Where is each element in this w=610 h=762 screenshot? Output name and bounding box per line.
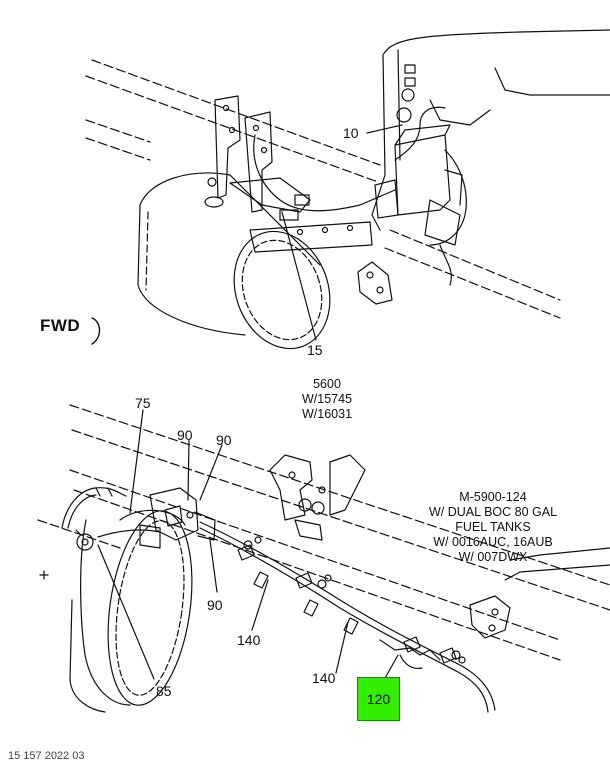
- note-top-line-2: W/15745: [301, 392, 353, 406]
- callout-90-right[interactable]: 90: [216, 432, 232, 448]
- note-bottom-line-4: W/ 0016AUC, 16AUB: [433, 535, 553, 549]
- callout-15[interactable]: 15: [307, 342, 323, 358]
- bottom-tank-bracket: [139, 487, 216, 549]
- top-cab-panel: [371, 29, 610, 246]
- note-bottom-line-5: W/ 007DWX: [458, 550, 528, 564]
- callout-90-lower[interactable]: 90: [207, 597, 223, 613]
- bottom-step-bracket: [269, 454, 366, 541]
- bottom-hoses: [61, 487, 127, 551]
- callout-85[interactable]: 85: [156, 683, 172, 699]
- footer-code: 15 157 2022 03: [8, 750, 85, 762]
- note-top-line-1: 5600: [313, 377, 341, 391]
- note-top-line-3: W/16031: [301, 407, 353, 421]
- callout-120: 120: [366, 691, 391, 707]
- note-bottom-line-3: FUEL TANKS: [455, 520, 531, 534]
- note-bottom-applicability: M-5900-124 W/ DUAL BOC 80 GAL FUEL TANKS…: [418, 490, 568, 565]
- note-bottom-line-2: W/ DUAL BOC 80 GAL: [428, 505, 558, 519]
- bottom-harness: [97, 521, 496, 713]
- note-top-applicability: 5600 W/15745 W/16031: [292, 377, 362, 422]
- fwd-direction-label: FWD: [40, 316, 81, 335]
- top-frame-rails: [85, 59, 561, 319]
- top-tank-brackets: [214, 95, 373, 253]
- leader-15: [281, 211, 317, 341]
- callout-75[interactable]: 75: [135, 395, 151, 411]
- leader-10: [366, 124, 403, 134]
- callout-10[interactable]: 10: [343, 125, 359, 141]
- callout-140-right[interactable]: 140: [312, 670, 336, 686]
- callout-140-left[interactable]: 140: [237, 632, 261, 648]
- top-step: [357, 261, 393, 305]
- bottom-clips: [237, 536, 466, 664]
- fwd-arrow-icon: [91, 317, 101, 345]
- note-bottom-line-1: M-5900-124: [459, 490, 527, 504]
- callout-90-left[interactable]: 90: [177, 427, 193, 443]
- callout-120-highlight[interactable]: 120: [357, 677, 400, 721]
- top-harness: [253, 106, 467, 286]
- bottom-right-bracket: [469, 547, 610, 639]
- bottom-leaders: [97, 409, 399, 681]
- bottom-fuel-tank: [69, 509, 193, 713]
